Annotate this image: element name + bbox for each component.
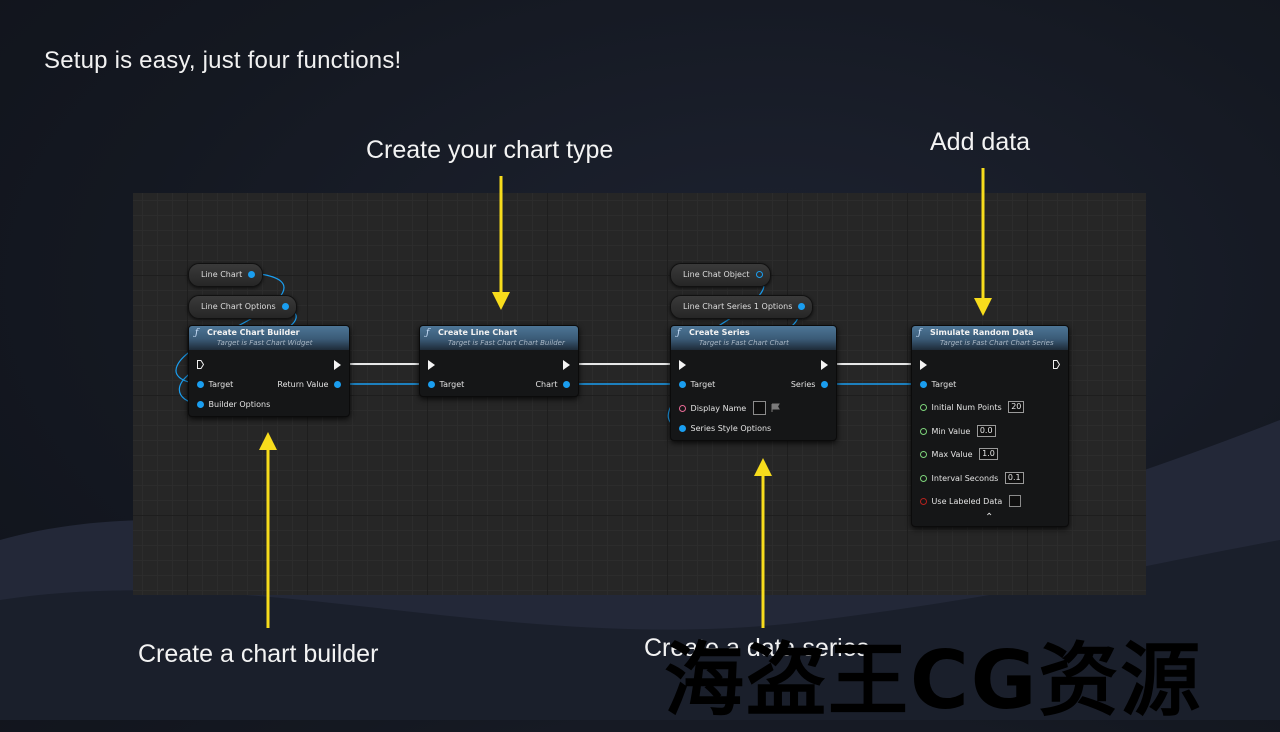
pin-label: Use Labeled Data [931,496,1003,506]
exec-out-pin-icon[interactable] [334,359,341,370]
pin-label: Interval Seconds [931,473,999,483]
float-pin-icon[interactable] [920,450,927,458]
pin-label: Builder Options [208,400,271,409]
collapse-arrow-icon[interactable]: ⌃ [985,512,994,523]
node-create-series[interactable]: ƒ Create Series Target is Fast Chart Cha… [670,325,837,441]
pin-label: Display Name [690,403,747,413]
exec-in-pin-icon[interactable] [679,359,686,370]
target-pin-icon[interactable] [197,381,204,388]
max-value-input[interactable]: 1.0 [979,448,998,460]
pin-label: Return Value [277,380,329,389]
pin-label: Target [690,380,716,389]
node-subtitle: Target is Fast Chart Chart Builder [448,339,565,347]
caption-create-chart-builder: Create a chart builder [138,640,379,668]
caption-create-data-series: Create a data series [644,634,870,662]
pin-label: Initial Num Points [931,402,1002,412]
function-icon: ƒ [195,328,199,338]
function-icon: ƒ [426,328,430,338]
node-header[interactable]: ƒ Create Line Chart Target is Fast Chart… [420,326,578,350]
variable-line-chart-series-options[interactable]: Line Chart Series 1 Options [670,295,814,319]
series-pin-icon[interactable] [821,381,828,388]
variable-label: Line Chat Object [683,270,750,279]
pin-label: Target [931,380,957,389]
node-title: Create Series [689,328,750,337]
int-pin-icon[interactable] [920,403,927,411]
object-pin-icon[interactable] [755,271,763,278]
node-subtitle: Target is Fast Chart Chart Series [940,339,1054,347]
variable-label: Line Chart Series 1 Options [683,302,793,311]
variable-label: Line Chart [201,270,243,279]
exec-out-pin-icon[interactable] [563,359,570,370]
node-title: Create Chart Builder [207,328,300,337]
bool-pin-icon[interactable] [920,497,927,505]
function-icon: ƒ [677,328,681,338]
node-subtitle: Target is Fast Chart Widget [217,339,313,347]
display-name-input[interactable] [752,401,766,415]
pin-label: Max Value [931,449,973,459]
node-simulate-random-data[interactable]: ƒ Simulate Random Data Target is Fast Ch… [911,325,1069,527]
variable-line-chart-options[interactable]: Line Chart Options [188,295,297,319]
slide-title: Setup is easy, just four functions! [44,47,402,74]
use-labeled-data-checkbox[interactable] [1008,495,1021,507]
float-pin-icon[interactable] [920,474,927,482]
node-header[interactable]: ƒ Create Series Target is Fast Chart Cha… [671,326,836,350]
exec-out-pin-icon[interactable] [1053,360,1060,369]
localize-flag-icon[interactable] [771,403,781,413]
builder-options-pin-icon[interactable] [197,401,204,408]
target-pin-icon[interactable] [679,381,686,388]
exec-in-pin-icon[interactable] [197,360,204,369]
pin-label: Target [439,380,465,389]
caption-add-data: Add data [930,128,1031,156]
return-value-pin-icon[interactable] [334,381,341,388]
text-pin-icon[interactable] [679,404,686,412]
pin-label: Series [790,380,816,389]
node-create-chart-builder[interactable]: ƒ Create Chart Builder Target is Fast Ch… [188,325,350,417]
pin-label: Series Style Options [690,424,772,433]
caption-create-chart-type: Create your chart type [366,136,614,164]
pin-label: Target [208,380,234,389]
object-pin-icon[interactable] [248,271,256,278]
watermark: 海盗王CG资源 [664,634,1203,727]
exec-in-pin-icon[interactable] [428,359,435,370]
min-value-input[interactable]: 0.0 [976,425,996,437]
struct-pin-icon[interactable] [798,303,806,310]
initial-num-points-input[interactable]: 20 [1008,401,1025,413]
pin-label: Chart [535,380,558,389]
struct-pin-icon[interactable] [281,303,289,310]
interval-seconds-input[interactable]: 0.1 [1004,472,1024,484]
exec-in-pin-icon[interactable] [920,359,927,370]
node-header[interactable]: ƒ Create Chart Builder Target is Fast Ch… [189,326,349,350]
node-title: Create Line Chart [438,328,518,337]
chart-pin-icon[interactable] [563,381,570,388]
float-pin-icon[interactable] [920,427,927,435]
node-subtitle: Target is Fast Chart Chart [699,339,789,347]
node-create-line-chart[interactable]: ƒ Create Line Chart Target is Fast Chart… [419,325,579,397]
variable-line-chart[interactable]: Line Chart [188,263,264,287]
pin-label: Min Value [931,426,971,436]
function-icon: ƒ [918,328,922,338]
variable-label: Line Chart Options [201,302,276,311]
exec-out-pin-icon[interactable] [821,359,828,370]
node-header[interactable]: ƒ Simulate Random Data Target is Fast Ch… [912,326,1068,350]
style-options-pin-icon[interactable] [679,425,686,432]
variable-line-chat-object[interactable]: Line Chat Object [670,263,771,287]
node-title: Simulate Random Data [930,328,1034,337]
target-pin-icon[interactable] [428,381,435,388]
target-pin-icon[interactable] [920,381,927,388]
